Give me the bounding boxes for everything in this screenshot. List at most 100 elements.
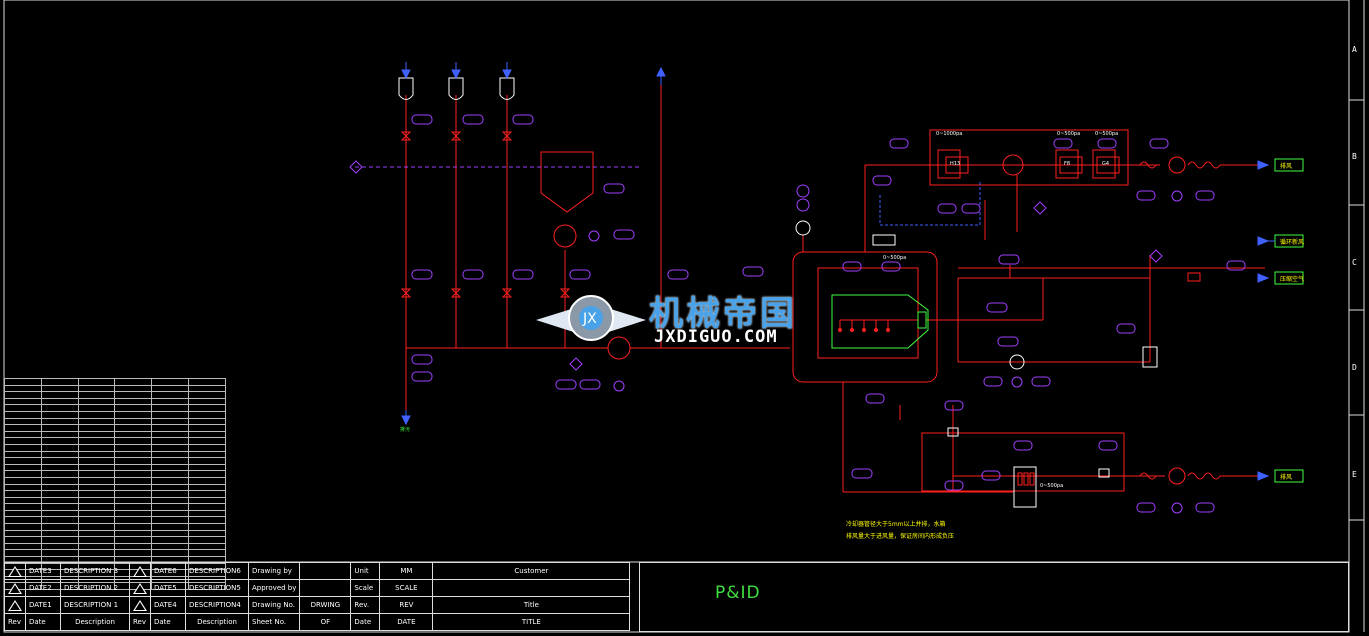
filter-label-2: F8 (1064, 161, 1071, 167)
legend-row (4, 516, 226, 525)
revision-triangle-icon (8, 565, 22, 577)
range-label-2: 0~500pa (1057, 131, 1081, 137)
revision-triangle-icon (133, 582, 147, 594)
legend-cell (188, 397, 226, 406)
outlet-label-c: 循环新风 (1280, 239, 1305, 246)
legend-cell (4, 450, 42, 459)
rev-desc-b-2: DESCRIPTION5 (185, 579, 249, 597)
legend-cell (114, 457, 153, 465)
legend-cell (4, 378, 42, 386)
scale-label: Scale (350, 579, 381, 597)
unit-value: MM (379, 562, 434, 580)
legend-cell (188, 529, 226, 538)
legend-cell (114, 410, 153, 419)
legend-cell (40, 509, 79, 518)
range-label-4: 0~500pa (883, 255, 907, 261)
legend-cell (40, 542, 79, 551)
legend-cell (40, 503, 79, 511)
legend-cell (151, 496, 190, 505)
legend-cell (188, 509, 226, 518)
legend-cell (114, 490, 153, 498)
legend-row (4, 523, 226, 531)
legend-cell (151, 549, 190, 558)
legend-cell (151, 437, 190, 445)
description-column-header-2: Description (185, 613, 249, 631)
outlet-label-d: 压缩空气 (1280, 276, 1305, 283)
legend-cell (151, 542, 190, 551)
date-column-header-2: Date (150, 613, 186, 631)
legend-cell (188, 516, 226, 525)
legend-row (4, 470, 226, 478)
border-row-e: E (1352, 470, 1357, 479)
legend-cell (77, 443, 116, 452)
legend-cell (77, 450, 116, 459)
legend-cell (77, 536, 116, 544)
legend-cell (114, 443, 153, 452)
legend-cell (40, 378, 79, 386)
legend-cell (77, 378, 116, 386)
legend-cell (77, 397, 116, 406)
border-row-c: C (1352, 258, 1357, 267)
legend-row (4, 384, 226, 393)
legend-cell (114, 509, 153, 518)
legend-cell (151, 536, 190, 544)
legend-cell (188, 483, 226, 492)
legend-cell (188, 404, 226, 412)
legend-row (4, 450, 226, 459)
legend-cell (40, 417, 79, 426)
scale-value: SCALE (379, 579, 434, 597)
revision-triangle-icon (133, 565, 147, 577)
legend-cell (77, 490, 116, 498)
legend-cell (77, 529, 116, 538)
legend-cell (4, 503, 42, 511)
legend-row (4, 509, 226, 518)
legend-cell (114, 391, 153, 399)
center-instruments (795, 184, 1246, 479)
legend-cell (151, 509, 190, 518)
legend-cell (151, 410, 190, 419)
date-value: DATE (379, 613, 434, 631)
legend-cell (188, 463, 226, 472)
legend-cell (77, 542, 116, 551)
legend-row (4, 490, 226, 498)
legend-cell (4, 397, 42, 406)
legend-cell (114, 397, 153, 406)
legend-cell (114, 378, 153, 386)
rev-date-b-1: DATE6 (150, 562, 186, 580)
watermark-main: 机械帝国 (649, 294, 797, 334)
legend-cell (114, 450, 153, 459)
legend-cell (40, 483, 79, 492)
legend-cell (77, 470, 116, 478)
project-title-cell (639, 562, 1349, 632)
drawing-no-label: Drawing No. (247, 596, 301, 614)
date-column-header: Date (25, 613, 61, 631)
watermark-logo: JX 机械帝国 JXDIGUO.COM (536, 282, 836, 362)
legend-cell (114, 529, 153, 538)
legend-cell (40, 516, 79, 525)
legend-cell (77, 417, 116, 426)
filter-label-1: H13 (950, 161, 961, 167)
legend-cell (188, 378, 226, 386)
legend-cell (77, 391, 116, 399)
legend-cell (188, 417, 226, 426)
legend-row (4, 410, 226, 419)
legend-cell (4, 470, 42, 478)
legend-row (4, 417, 226, 426)
legend-cell (4, 483, 42, 492)
revision-triangle-icon (8, 582, 22, 594)
legend-cell (151, 516, 190, 525)
revision-table: DATE3 DESCRIPTION 3 DATE6 DESCRIPTION6 D… (4, 562, 631, 631)
legend-cell (151, 523, 190, 531)
legend-cell (151, 476, 190, 485)
rev-desc-b-1: DESCRIPTION6 (185, 562, 249, 580)
legend-cell (188, 424, 226, 432)
legend-cell (77, 410, 116, 419)
legend-cell (114, 404, 153, 412)
legend-cell (77, 516, 116, 525)
watermark-sub: JXDIGUO.COM (654, 327, 778, 347)
legend-cell (4, 443, 42, 452)
revision-triangle-icon (8, 599, 22, 611)
legend-row (4, 437, 226, 445)
legend-cell (4, 496, 42, 505)
legend-cell (151, 424, 190, 432)
